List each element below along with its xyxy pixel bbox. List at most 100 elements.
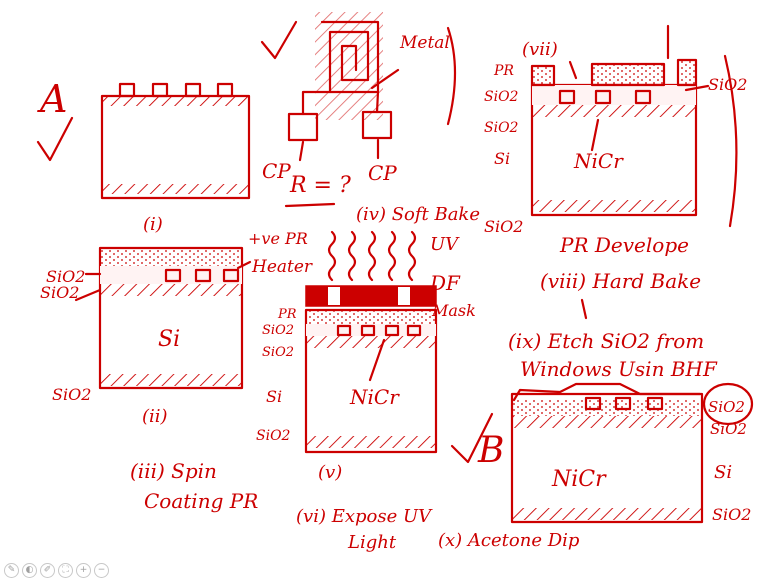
bottom-oxide-hatch xyxy=(100,374,242,386)
mask-window xyxy=(328,287,340,305)
eraser-icon[interactable]: ◐ xyxy=(22,563,37,578)
diagram-step-vii: (vii) PR SiO2 SiO2 Si SiO2 NiCr SiO2 PR … xyxy=(484,26,747,293)
step-vi-label-2: Light xyxy=(347,532,397,553)
step-iii-label-2: Coating PR xyxy=(144,489,258,513)
uv-wave xyxy=(329,232,335,280)
top-oxide-hatch xyxy=(102,96,249,106)
step-i-label: (i) xyxy=(143,214,163,235)
uv-wave xyxy=(409,232,415,280)
diagram-step-v: UV DF Mask PR SiO2 SiO2 Si SiO2 NiCr (v)… xyxy=(256,232,476,553)
si-side-label: Si xyxy=(494,149,510,168)
fit-icon[interactable]: ⛶ xyxy=(58,563,73,578)
zoom-out-icon[interactable]: − xyxy=(94,563,109,578)
step-vi-label-1: (vi) Expose UV xyxy=(296,506,433,527)
step-viii-label: (viii) Hard Bake xyxy=(540,269,701,293)
photoresist-layer xyxy=(306,310,436,324)
arrow-sio2 xyxy=(76,290,100,300)
mask-label: Mask xyxy=(431,301,476,320)
arrow-down xyxy=(582,300,586,318)
bottom-toolbar: ✎ ◐ ✐ ⛶ + − xyxy=(4,563,109,578)
remaining-pr xyxy=(512,400,702,416)
lower-oxide-hatch xyxy=(306,336,436,348)
arrow-nicr xyxy=(592,120,598,150)
heater-pad xyxy=(153,84,167,96)
diagram-step-ii: +ve PR Heater SiO2 SiO2 Si SiO2 (ii) (ii… xyxy=(40,229,313,513)
sio2-right-x-1: SiO2 xyxy=(708,398,745,416)
sio2-bottom-label-ii: SiO2 xyxy=(52,385,91,404)
r-question-label: R = ? xyxy=(289,173,351,198)
mask-window xyxy=(398,287,410,305)
heater-pad xyxy=(120,84,134,96)
sio2-side-label: SiO2 xyxy=(484,89,519,105)
uv-wave xyxy=(369,232,375,280)
bottom-oxide-hatch xyxy=(512,508,702,520)
sio2-side-label-2: SiO2 xyxy=(484,120,519,136)
si-label-ii: Si xyxy=(158,327,180,352)
heater-label: Heater xyxy=(251,257,313,277)
pr-develope-label: PR Develope xyxy=(559,233,689,257)
step-v-label: (v) xyxy=(318,462,342,483)
photoresist-layer xyxy=(100,248,242,266)
sio2-right-x-3: SiO2 xyxy=(712,505,751,524)
oxide-layer xyxy=(532,85,696,105)
ve-pr-label: +ve PR xyxy=(248,229,308,248)
pr-dots xyxy=(532,66,554,85)
step-iv-label: (iv) Soft Bake xyxy=(356,204,480,225)
step-ii-label: (ii) xyxy=(142,406,168,427)
nicr-label-vii: NiCr xyxy=(573,149,624,173)
checkmark-metal xyxy=(262,22,296,58)
uv-wave xyxy=(349,232,355,280)
label-a-group: A xyxy=(37,77,72,160)
zoom-in-icon[interactable]: + xyxy=(76,563,91,578)
metal-hatch xyxy=(315,12,383,120)
label-a: A xyxy=(37,77,67,121)
photomask xyxy=(306,286,436,306)
pr-side-label: PR xyxy=(493,63,514,79)
arrow-cp-left xyxy=(300,142,303,160)
arrow-window xyxy=(570,62,576,78)
pr-dots xyxy=(678,60,696,85)
nicr-label-v: NiCr xyxy=(349,385,400,409)
heater-pad xyxy=(186,84,200,96)
cp-right-label: CP xyxy=(368,161,397,185)
bottom-oxide-hatch xyxy=(532,200,696,212)
sio2-bottom-label-v: SiO2 xyxy=(256,428,291,444)
step-ix-label-1: (ix) Etch SiO2 from xyxy=(508,329,704,353)
uv-label: UV xyxy=(430,234,460,255)
sio2-right-label: SiO2 xyxy=(708,75,747,94)
label-b: B xyxy=(477,430,504,471)
lower-oxide-hatch xyxy=(100,284,242,296)
pr-surface xyxy=(514,384,700,400)
contact-pad-left xyxy=(289,114,317,140)
si-left-label-v: Si xyxy=(266,387,282,406)
pen-icon[interactable]: ✎ xyxy=(4,563,19,578)
step-iii-label-1: (iii) Spin xyxy=(130,459,217,483)
sio2-left-label-v: SiO2 xyxy=(262,323,294,338)
step-x-label: (x) Acetone Dip xyxy=(438,530,580,551)
bottom-oxide-hatch xyxy=(306,436,436,448)
cp-left-label: CP xyxy=(262,159,291,183)
sio2-right-x-2: SiO2 xyxy=(710,420,747,438)
diagram-step-x: B NiCr SiO2 SiO2 Si SiO2 (x) Acetone Dip xyxy=(438,384,752,551)
bottom-oxide-hatch xyxy=(102,184,249,194)
lead-right xyxy=(377,92,378,112)
diagram-step-i: (i) xyxy=(102,84,249,235)
sio2-left-label-2: SiO2 xyxy=(40,283,79,302)
uv-wave xyxy=(389,232,395,280)
wafer-outline xyxy=(102,96,249,198)
pr-left-label: PR xyxy=(277,307,297,322)
step-ix-note: (ix) Etch SiO2 from Windows Usin BHF xyxy=(508,300,718,381)
metal-label: Metal xyxy=(399,33,450,53)
heater-sketch: Metal CP CP R = ? (iv) Soft Bake xyxy=(262,12,480,225)
pencil-icon[interactable]: ✐ xyxy=(40,563,55,578)
step-vii-label: (vii) xyxy=(522,39,558,60)
si-right-x: Si xyxy=(714,462,732,483)
pr-dots xyxy=(592,64,664,85)
sio2-bottom-label: SiO2 xyxy=(484,217,523,236)
nicr-label-x: NiCr xyxy=(551,467,607,492)
lower-oxide-hatch xyxy=(532,105,696,117)
underline-r xyxy=(286,204,334,206)
lower-oxide-hatch xyxy=(512,416,702,428)
step-ix-label-2: Windows Usin BHF xyxy=(520,357,718,381)
